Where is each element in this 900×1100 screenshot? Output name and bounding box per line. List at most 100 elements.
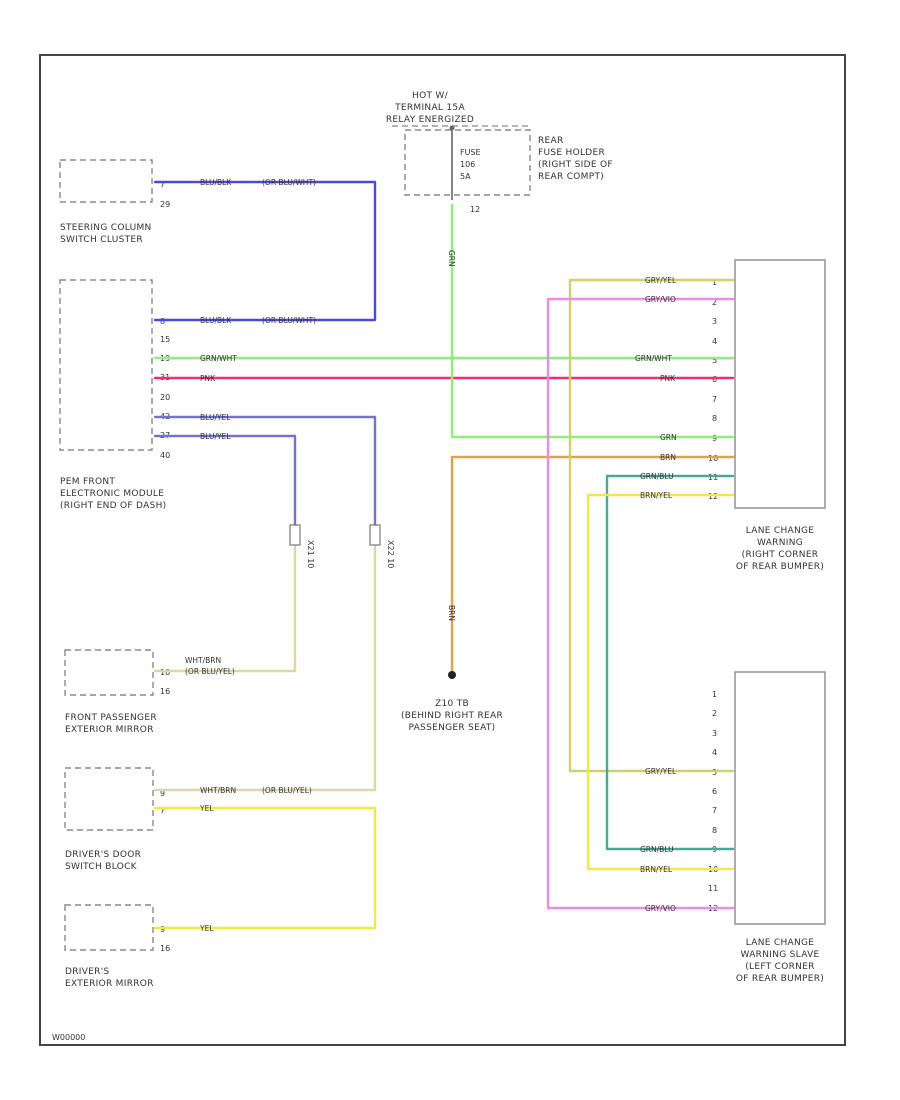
drivers-door-switch-box xyxy=(64,767,154,831)
wire-label: BRN xyxy=(660,453,676,462)
lcw-slave-label-1: LANE CHANGE xyxy=(746,938,815,948)
lcw-right-label-3: (RIGHT CORNER xyxy=(742,550,819,560)
steering-column-switch-box xyxy=(59,159,153,203)
wire-label: GRN/WHT xyxy=(635,354,672,363)
lcw-slave-pin: 1 xyxy=(712,690,717,699)
lcw-right-pin: 9 xyxy=(712,434,717,443)
lcw-right-pin: 2 xyxy=(712,298,717,307)
lcw-slave-pin: 8 xyxy=(712,826,717,835)
wire-label: PNK xyxy=(200,374,216,383)
pem-pin-5: 20 xyxy=(160,393,170,402)
lcw-right-pin: 11 xyxy=(708,473,718,482)
wire-green-fuse xyxy=(450,203,735,439)
wire-lavender-door xyxy=(153,415,377,527)
connector-c2-label: X22 10 xyxy=(386,540,395,568)
lcw-slave-pin: 3 xyxy=(712,729,717,738)
lcw-right-pin: 12 xyxy=(708,492,718,501)
wire-label: (OR BLU/WHT) xyxy=(262,316,316,325)
driver-mirror-label-1: DRIVER'S xyxy=(65,967,110,977)
lane-change-warning-slave-box xyxy=(734,671,826,925)
lcw-right-pin: 10 xyxy=(708,454,718,463)
lane-change-warning-box xyxy=(734,259,826,509)
wire-label: BLU/YEL xyxy=(200,432,231,441)
wire-label: BLU/BLK xyxy=(200,316,232,325)
wire-label: BRN/YEL xyxy=(640,865,673,874)
front-passenger-mirror-box xyxy=(64,649,154,696)
lcw-right-pin: 7 xyxy=(712,395,717,404)
steering-pin-b: 29 xyxy=(160,200,170,209)
fuse-rating: 5A xyxy=(460,172,471,181)
wire-label: BLU/BLK xyxy=(200,178,232,187)
lcw-right-label-1: LANE CHANGE xyxy=(746,526,815,536)
connector-c1 xyxy=(289,524,301,546)
lcw-slave-label-2: WARNING SLAVE xyxy=(740,950,819,960)
wire-label: WHT/BRN xyxy=(200,786,236,795)
lcw-slave-pin: 2 xyxy=(712,709,717,718)
wire-label: WHT/BRN xyxy=(185,656,221,665)
front-mirror-label-1: FRONT PASSENGER xyxy=(65,713,157,723)
steering-pin-a: 7 xyxy=(160,180,165,189)
door-switch-pin-b: 7 xyxy=(160,806,165,815)
wire-label: GRY/VIO xyxy=(645,904,676,913)
lcw-slave-pin: 7 xyxy=(712,806,717,815)
wire-label: GRY/YEL xyxy=(645,767,677,776)
wire-label: PNK xyxy=(660,374,676,383)
lcw-right-pin: 6 xyxy=(712,375,717,384)
lcw-right-pin: 3 xyxy=(712,317,717,326)
pem-label-1: PEM FRONT xyxy=(60,477,115,487)
driver-mirror-label-2: EXTERIOR MIRROR xyxy=(65,979,154,989)
ground-point xyxy=(448,671,456,679)
lcw-slave-label-3: (LEFT CORNER xyxy=(745,962,814,972)
lcw-slave-pin: 4 xyxy=(712,748,717,757)
pem-label-2: ELECTRONIC MODULE xyxy=(60,489,164,499)
wire-label: GRN xyxy=(447,250,456,267)
lcw-slave-pin: 6 xyxy=(712,787,717,796)
wire-label: GRN/WHT xyxy=(200,354,237,363)
wire-label: GRY/YEL xyxy=(645,276,677,285)
door-switch-label-1: DRIVER'S DOOR xyxy=(65,850,141,860)
connector-c2 xyxy=(369,524,381,546)
door-switch-label-2: SWITCH BLOCK xyxy=(65,862,138,872)
wire-olive-gry-yel xyxy=(568,278,735,773)
pem-pin-1: 8 xyxy=(160,317,165,326)
wire-blue-steering-loop xyxy=(153,180,377,322)
wire-label: YEL xyxy=(199,924,214,933)
wire-lavender-mirror xyxy=(153,434,297,527)
wire-label: (OR BLU/WHT) xyxy=(262,178,316,187)
wire-label: GRN/BLU xyxy=(640,472,674,481)
pem-pin-2: 15 xyxy=(160,335,170,344)
lcw-right-pin: 4 xyxy=(712,337,717,346)
wire-label: (OR BLU/YEL) xyxy=(262,786,312,795)
wire-yellow-mirror-loop xyxy=(153,806,377,930)
holder-label-4: REAR COMPT) xyxy=(538,172,604,182)
steering-label-2: SWITCH CLUSTER xyxy=(60,235,143,245)
pem-pin-8: 40 xyxy=(160,451,170,460)
figure-id: W00000 xyxy=(52,1033,85,1042)
door-switch-pin-a: 9 xyxy=(160,789,165,798)
connector-c1-label: X21 10 xyxy=(306,540,315,568)
lcw-right-pins: 1 2 3 4 5 6 7 8 9 10 11 12 xyxy=(708,278,718,501)
wire-brown-ground xyxy=(450,455,735,674)
fuse-label: FUSE xyxy=(460,148,481,157)
holder-label-2: FUSE HOLDER xyxy=(538,148,605,158)
ground-label-2: (BEHIND RIGHT REAR xyxy=(401,711,503,721)
wire-labels: BLU/BLK (OR BLU/WHT) BLU/BLK (OR BLU/WHT… xyxy=(185,178,677,933)
lcw-right-pin: 1 xyxy=(712,278,717,287)
wire-teal-grn-blu xyxy=(605,474,735,851)
lcw-slave-pin: 5 xyxy=(712,768,717,777)
power-source: HOT W/ TERMINAL 15A RELAY ENERGIZED FUSE… xyxy=(386,91,613,214)
fuse-pin: 12 xyxy=(470,205,480,214)
lcw-right-label-4: OF REAR BUMPER) xyxy=(736,562,824,572)
lcw-slave-label-4: OF REAR BUMPER) xyxy=(736,974,824,984)
wire-label: BRN/YEL xyxy=(640,491,673,500)
drivers-mirror-box xyxy=(64,904,154,951)
wire-label: GRY/VIO xyxy=(645,295,676,304)
wire-label: GRN/BLU xyxy=(640,845,674,854)
front-mirror-label-2: EXTERIOR MIRROR xyxy=(65,725,154,735)
wire-magenta-gry-vio xyxy=(546,297,735,910)
ground-label-1: Z10 TB xyxy=(435,699,469,709)
steering-label-1: STEERING COLUMN xyxy=(60,223,152,233)
holder-label-3: (RIGHT SIDE OF xyxy=(538,160,613,170)
diagram-frame xyxy=(39,54,846,1046)
